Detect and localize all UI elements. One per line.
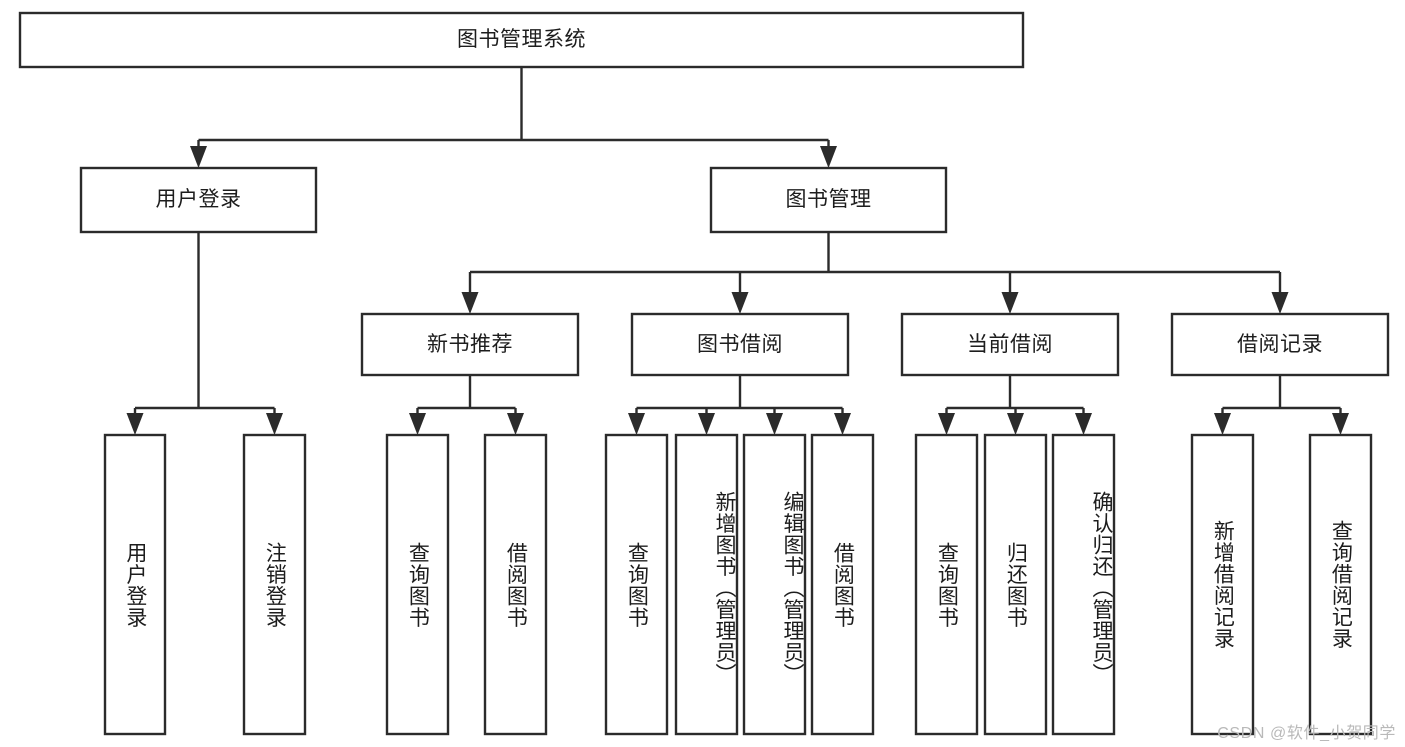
connectors-currentborrow-to-leaves	[938, 375, 1092, 435]
arrow-head-icon	[190, 146, 207, 168]
node-leaf-confirm-return[interactable]	[1051, 433, 1116, 736]
node-new-book-recommend[interactable]	[360, 312, 580, 377]
node-leaf-borrow-book-1[interactable]	[483, 433, 548, 736]
node-leaf-user-login[interactable]	[103, 433, 167, 736]
arrow-head-icon	[1001, 292, 1019, 314]
node-root[interactable]	[18, 11, 1025, 69]
node-borrow-record[interactable]	[1170, 312, 1390, 377]
arrow-head-icon	[1075, 413, 1092, 435]
node-leaf-edit-book[interactable]	[742, 433, 807, 736]
arrow-head-icon	[938, 413, 955, 435]
arrow-head-icon	[820, 146, 837, 168]
connectors-newbook-to-leaves	[409, 375, 524, 435]
arrow-head-icon	[1214, 413, 1231, 435]
connectors-root-to-level2	[190, 67, 837, 168]
connectors-userlogin-to-leaves	[126, 232, 283, 435]
connectors-bookmanage-to-level3	[461, 232, 1289, 314]
node-leaf-query-book-2[interactable]	[604, 433, 669, 736]
arrow-head-icon	[1332, 413, 1349, 435]
connectors-bookborrow-to-leaves	[628, 375, 851, 435]
node-book-borrow[interactable]	[630, 312, 850, 377]
arrow-head-icon	[266, 413, 283, 435]
arrow-head-icon	[1271, 292, 1289, 314]
connectors-borrowrecord-to-leaves	[1214, 375, 1349, 435]
node-leaf-query-book-1[interactable]	[385, 433, 450, 736]
arrow-head-icon	[698, 413, 715, 435]
arrow-head-icon	[409, 413, 426, 435]
arrow-head-icon	[507, 413, 524, 435]
node-leaf-add-book[interactable]	[674, 433, 739, 736]
arrow-head-icon	[766, 413, 783, 435]
node-leaf-borrow-book-2[interactable]	[810, 433, 875, 736]
node-leaf-query-record[interactable]	[1308, 433, 1373, 736]
arrow-head-icon	[731, 292, 749, 314]
node-current-borrow[interactable]	[900, 312, 1120, 377]
arrow-head-icon	[126, 413, 144, 435]
arrow-head-icon	[461, 292, 479, 314]
node-leaf-add-record[interactable]	[1190, 433, 1255, 736]
node-leaf-logout-login[interactable]	[242, 433, 307, 736]
node-leaf-query-book-3[interactable]	[914, 433, 979, 736]
node-leaf-return-book[interactable]	[983, 433, 1048, 736]
arrow-head-icon	[628, 413, 645, 435]
node-book-manage[interactable]	[709, 166, 948, 234]
arrow-head-icon	[1007, 413, 1024, 435]
node-user-login[interactable]	[79, 166, 318, 234]
arrow-head-icon	[834, 413, 851, 435]
